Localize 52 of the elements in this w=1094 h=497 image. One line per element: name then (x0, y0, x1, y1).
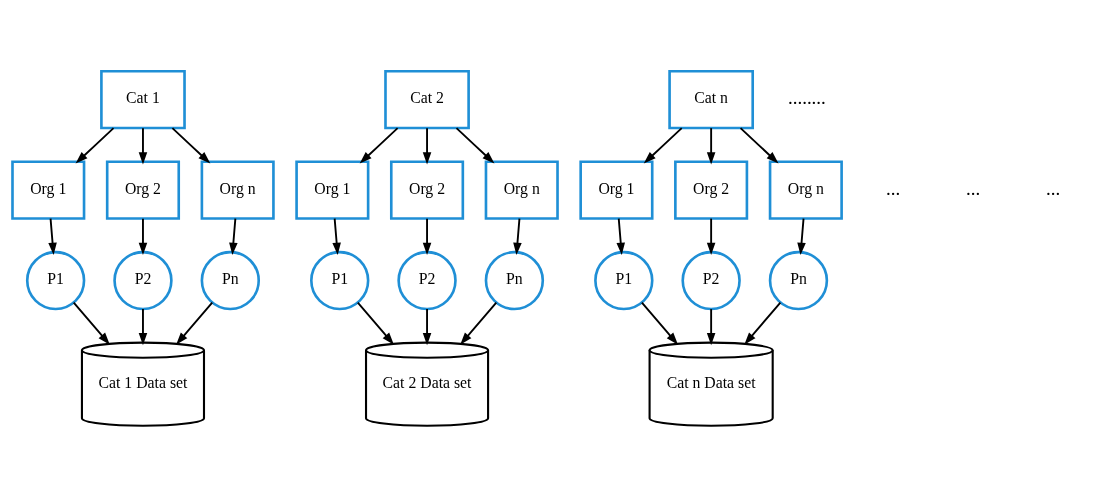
arrow (171, 127, 211, 164)
node-circle: P1 (25, 250, 86, 311)
arrow (460, 301, 498, 345)
node-box: Org 1 (295, 160, 370, 220)
arrow (616, 217, 625, 255)
arrow (744, 301, 782, 345)
arrow (48, 217, 57, 255)
arrow (643, 127, 683, 164)
node-circle: P2 (397, 250, 457, 311)
node-box: Org n (484, 160, 559, 220)
arrow (455, 127, 495, 164)
arrow (797, 217, 806, 255)
arrow (138, 127, 148, 165)
arrow (176, 301, 214, 345)
node-circle: Pn (200, 250, 260, 311)
arrow (422, 217, 432, 255)
arrow (75, 127, 115, 164)
node-circle: Pn (768, 250, 829, 311)
node-circle: P2 (681, 250, 741, 311)
arrow (332, 217, 341, 255)
arrow (706, 308, 716, 346)
arrow (356, 301, 394, 345)
node-circle: P1 (594, 250, 654, 311)
label: ... (886, 177, 901, 199)
arrow (138, 308, 148, 346)
arrow (706, 217, 716, 255)
label: ... (966, 177, 981, 199)
node-box: Org 1 (11, 160, 86, 220)
node-circle: Pn (484, 250, 545, 311)
arrow (706, 127, 716, 165)
arrow (138, 217, 148, 255)
label: ... (1045, 177, 1061, 199)
node-box: Cat 1 (100, 69, 186, 130)
arrow (72, 301, 110, 345)
arrow (229, 217, 238, 255)
arrow (422, 127, 432, 165)
node-box: Cat 2 (384, 69, 470, 130)
node-box: Org n (768, 160, 843, 220)
node-box: Org 1 (579, 160, 654, 220)
node-box: Cat n (668, 69, 754, 130)
arrow (640, 301, 678, 345)
node-circle: P2 (113, 250, 173, 311)
node-box: Org 2 (674, 160, 749, 220)
arrow (422, 308, 432, 346)
node-circle: P1 (310, 250, 370, 311)
label: ........ (787, 87, 826, 109)
arrow (739, 127, 779, 164)
node-box: Org n (200, 160, 275, 220)
arrow (359, 127, 399, 164)
node-box: Org 2 (105, 160, 181, 220)
node-box: Org 2 (389, 160, 465, 220)
arrow (513, 217, 522, 255)
